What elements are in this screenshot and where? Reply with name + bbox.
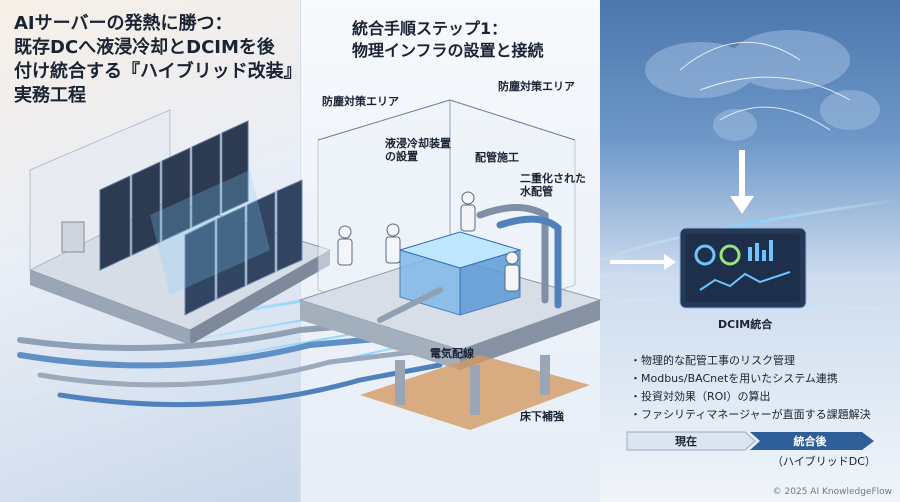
copyright-text: © 2025 AI KnowledgeFlow bbox=[772, 487, 892, 497]
label-floor: 床下補強 bbox=[520, 410, 564, 423]
bullet-item: 物理的な配管工事のリスク管理 bbox=[630, 352, 871, 370]
step-title-line1: 統合手順ステップ1： bbox=[352, 19, 508, 38]
bullet-item: Modbus/BACnetを用いたシステム連携 bbox=[630, 370, 871, 388]
progress-after-sub: （ハイブリッドDC） bbox=[772, 455, 876, 468]
label-immersion-line2: の設置 bbox=[385, 150, 418, 163]
label-redundant-line2: 水配管 bbox=[520, 185, 553, 198]
main-title: AIサーバーの発熱に勝つ： 既存DCへ液浸冷却とDCIMを後 付け統合する『ハイ… bbox=[14, 12, 302, 108]
bullet-item: ファシリティマネージャーが直面する課題解決 bbox=[630, 406, 871, 424]
subfloor-reinforcement bbox=[360, 355, 590, 430]
network-arcs bbox=[679, 41, 851, 131]
progress-current: 現在 bbox=[675, 435, 697, 448]
label-electrical: 電気配線 bbox=[430, 347, 474, 360]
label-redundant-line1: 二重化された bbox=[520, 172, 586, 185]
label-piping: 配管施工 bbox=[475, 151, 519, 164]
dcim-monitor bbox=[679, 227, 807, 309]
label-immersion-line1: 液浸冷却装置 bbox=[385, 137, 451, 150]
step-title: 統合手順ステップ1： 物理インフラの設置と接続 bbox=[352, 18, 544, 62]
bullet-list: 物理的な配管工事のリスク管理 Modbus/BACnetを用いたシステム連携 投… bbox=[630, 352, 871, 424]
bullet-item: 投資対効果（ROI）の算出 bbox=[630, 388, 871, 406]
right-arrow-head-icon bbox=[664, 254, 676, 270]
server-rack-row-front bbox=[184, 179, 303, 316]
main-title-line3: 付け統合する『ハイブリッド改装』 bbox=[14, 61, 302, 82]
server-rack-row-back bbox=[99, 120, 249, 271]
main-title-line4: 実務工程 bbox=[14, 85, 86, 106]
progress-arrow bbox=[626, 431, 874, 451]
underfloor-pipes bbox=[17, 317, 443, 408]
main-title-line1: AIサーバーの発熱に勝つ： bbox=[14, 13, 233, 34]
down-arrow-head-icon bbox=[730, 196, 754, 214]
progress-after: 統合後 bbox=[793, 435, 827, 448]
world-map-graphic bbox=[645, 30, 880, 141]
cold-aisle-glow bbox=[150, 170, 270, 295]
control-panel bbox=[61, 221, 85, 253]
main-title-line2: 既存DCへ液浸冷却とDCIMを後 bbox=[14, 37, 275, 58]
step-title-line2: 物理インフラの設置と接続 bbox=[352, 41, 544, 60]
label-dust-zone-right: 防塵対策エリア bbox=[498, 80, 575, 93]
label-immersion: 液浸冷却装置 の設置 bbox=[385, 137, 451, 163]
water-pipes bbox=[377, 204, 562, 323]
label-dcim: DCIM統合 bbox=[718, 318, 773, 331]
worker-figures bbox=[337, 191, 520, 292]
label-dust-zone-left: 防塵対策エリア bbox=[322, 95, 399, 108]
label-redundant-pipes: 二重化された 水配管 bbox=[520, 172, 586, 198]
